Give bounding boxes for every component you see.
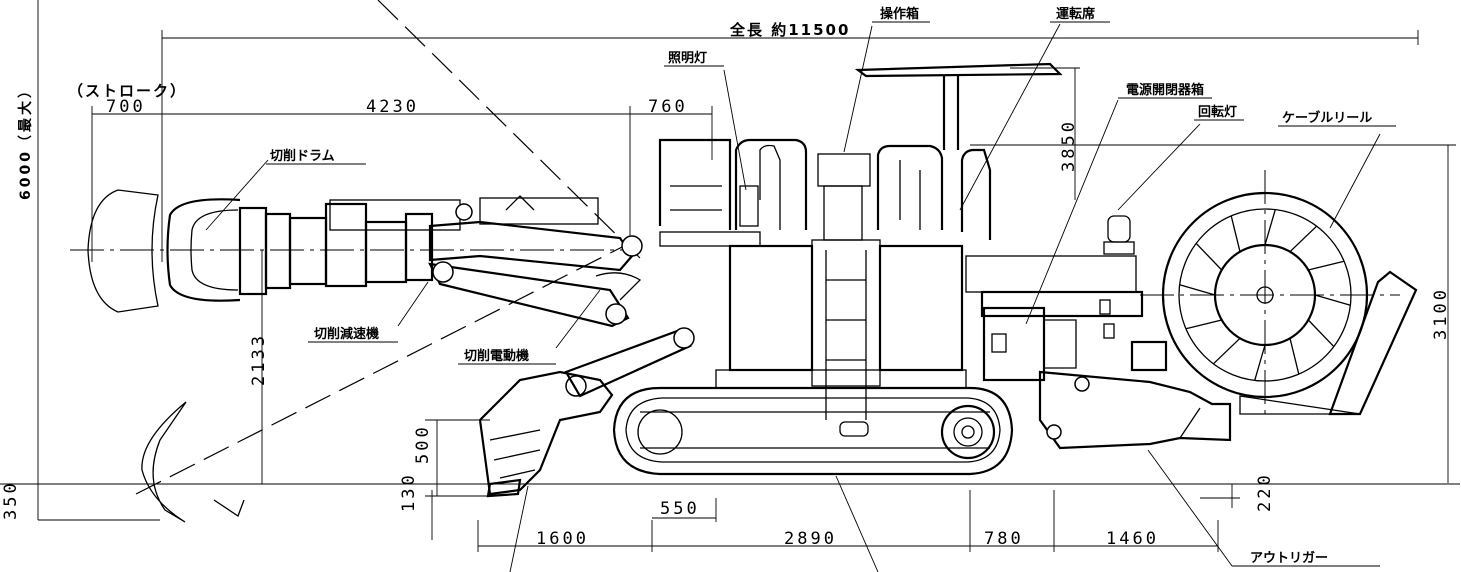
outrigger: [1038, 370, 1232, 450]
work-light-label: 照明灯: [668, 50, 707, 66]
stroke-label: （ストローク）: [68, 82, 187, 100]
dim-500: 500: [413, 424, 433, 464]
dim-700: 700: [106, 97, 146, 117]
reel-spoke: [1179, 284, 1216, 296]
dim-4230: 4230: [366, 97, 419, 117]
dim-3850: 3850: [1059, 119, 1079, 172]
cable-reel: [1161, 191, 1418, 416]
outrigger-label: アウトリガー: [1250, 551, 1328, 566]
crawler-track: [612, 386, 1014, 476]
dim-760: 760: [648, 97, 688, 117]
reel-spoke: [1289, 338, 1300, 375]
reel-spoke: [1195, 242, 1223, 271]
reel-spoke: [1314, 294, 1351, 306]
cutting-drum-retracted: [87, 189, 159, 313]
rear-body: [965, 255, 1168, 382]
front-loader: [478, 327, 695, 498]
max-height-label: 6000（最大）: [17, 81, 34, 200]
dim-350: 350: [1, 480, 21, 520]
dim-780: 780: [984, 529, 1024, 549]
operation-box-label: 操作箱: [880, 6, 919, 22]
swing-range-lines: [70, 0, 1400, 495]
overall-length-label: 全長 約11500: [729, 21, 850, 39]
dim-2890: 2890: [784, 529, 837, 549]
cable-reel-label: ケーブルリール: [1282, 110, 1372, 126]
power-switch-box-label: 電源開閉器箱: [1126, 82, 1204, 98]
cutting-boom: [166, 195, 643, 328]
roof-canopy: [854, 62, 1063, 150]
reel-spoke: [1264, 209, 1276, 246]
dimension-numbers: 700 4230 760 3850 3100 2133 500 350 130 …: [1, 97, 1451, 549]
leader-lines: [205, 23, 1381, 572]
rotating-lamp-label: 回転灯: [1198, 104, 1237, 120]
cutting-reducer-label: 切削減速機: [314, 326, 379, 342]
label-underlines: [266, 21, 1396, 365]
text-labels: 全長 約11500 操作箱 運転席 照明灯 電源開閉器箱 回転灯 ケーブルリール…: [17, 6, 1372, 566]
reel-spoke: [1307, 319, 1335, 348]
dim-550: 550: [660, 499, 700, 519]
main-body: [659, 231, 967, 420]
reel-spoke: [1185, 319, 1222, 330]
dim-1600: 1600: [536, 529, 589, 549]
cutting-drum-label: 切削ドラム: [270, 148, 335, 164]
dim-3100: 3100: [1431, 287, 1451, 340]
driver-seat-label: 運転席: [1056, 6, 1095, 22]
dimension-lines: [0, 0, 1460, 552]
dim-130: 130: [399, 472, 419, 512]
reel-spoke: [1308, 260, 1345, 271]
reel-spoke: [1254, 344, 1266, 381]
rotating-lamp: [1103, 215, 1135, 255]
reel-spoke: [1230, 215, 1241, 252]
dim-2133: 2133: [249, 333, 269, 386]
cab-railings: [658, 138, 992, 241]
reel-spoke: [1289, 225, 1318, 253]
cutting-drum-swung-down: [141, 401, 245, 523]
dim-1460: 1460: [1106, 529, 1159, 549]
cutting-motor-label: 切削電動機: [464, 348, 529, 364]
dim-220: 220: [1255, 472, 1275, 512]
reel-spoke: [1212, 337, 1241, 365]
